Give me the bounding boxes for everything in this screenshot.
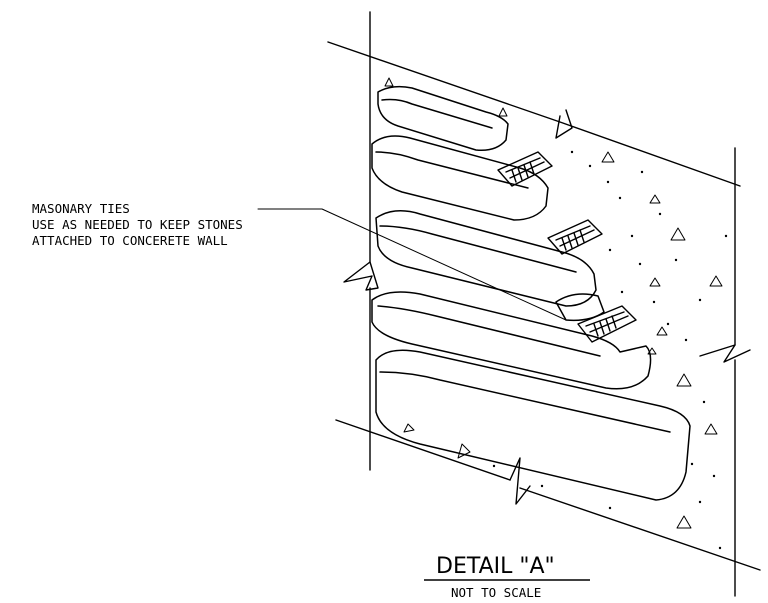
callout-leader bbox=[257, 208, 567, 321]
wall-bottom-break-symbol bbox=[509, 457, 531, 505]
callout-line-1: MASONARY TIES bbox=[32, 201, 130, 216]
concrete-hatch bbox=[384, 77, 723, 529]
concrete-wall bbox=[327, 11, 761, 597]
masonry-ties bbox=[497, 151, 637, 343]
masonry-tie-3 bbox=[577, 305, 637, 343]
callout-line-3: ATTACHED TO CONCERETE WALL bbox=[32, 233, 228, 248]
masonry-tie-1 bbox=[497, 151, 553, 187]
stone-2 bbox=[371, 135, 549, 221]
wall-top-edge bbox=[327, 41, 741, 187]
concrete-dots bbox=[492, 150, 728, 550]
stone-1 bbox=[377, 85, 509, 152]
detail-subtitle: NOT TO SCALE bbox=[451, 585, 541, 600]
stone-outcrop bbox=[555, 293, 605, 322]
detail-title: DETAIL "A" bbox=[436, 554, 555, 579]
masonry-tie-2 bbox=[547, 219, 603, 255]
stone-3 bbox=[375, 210, 597, 307]
wall-top-break-symbol bbox=[555, 109, 573, 139]
stone-veneer bbox=[371, 85, 691, 501]
wall-right-break-symbol bbox=[699, 344, 751, 363]
callout-line-2: USE AS NEEDED TO KEEP STONES bbox=[32, 217, 243, 232]
stone-4 bbox=[371, 291, 652, 390]
wall-left-break-symbol bbox=[343, 261, 379, 291]
stone-5 bbox=[375, 349, 691, 501]
wall-bottom-edge bbox=[335, 419, 761, 571]
